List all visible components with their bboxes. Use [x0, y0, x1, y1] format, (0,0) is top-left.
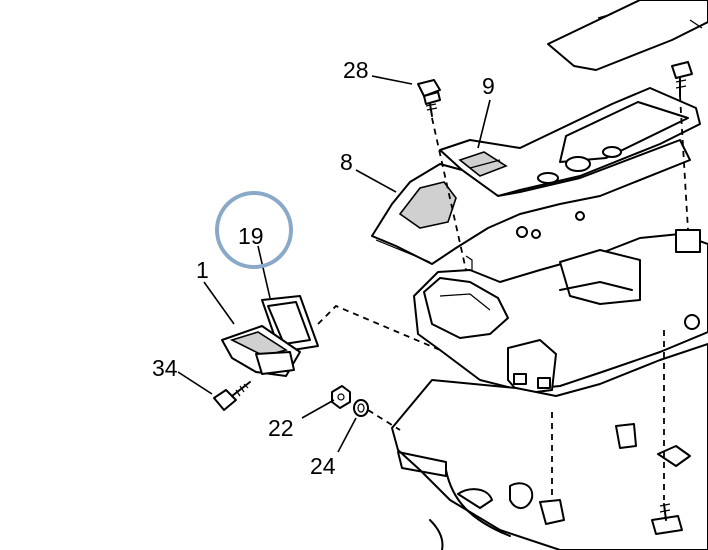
callout-34: 34 [152, 355, 178, 381]
callout-19: 19 [238, 223, 264, 249]
part-22-nut [331, 385, 351, 409]
callout-1: 1 [196, 257, 209, 283]
callout-22: 22 [268, 415, 294, 441]
part-9-armrest-tray [439, 87, 701, 197]
part-1-receptacle [221, 325, 301, 377]
bolt-bottom-right [651, 503, 683, 535]
bolt-28 [417, 79, 441, 117]
assembly-lines [317, 95, 689, 500]
part-8-front-cover [371, 139, 691, 265]
cover-plate [547, 0, 708, 71]
callout-9: 9 [482, 73, 495, 99]
highlight-ring [215, 191, 293, 269]
part-34-screw [213, 381, 251, 411]
callout-8: 8 [340, 149, 353, 175]
callout-labels: 28 9 8 19 1 34 22 24 [152, 57, 495, 479]
part-24-washer [353, 399, 369, 417]
callout-28: 28 [343, 57, 369, 83]
console-body [413, 229, 708, 395]
bottom-shell [391, 343, 708, 550]
leader-lines [177, 75, 491, 453]
callout-24: 24 [310, 453, 336, 479]
bolt-top-right [671, 61, 693, 97]
